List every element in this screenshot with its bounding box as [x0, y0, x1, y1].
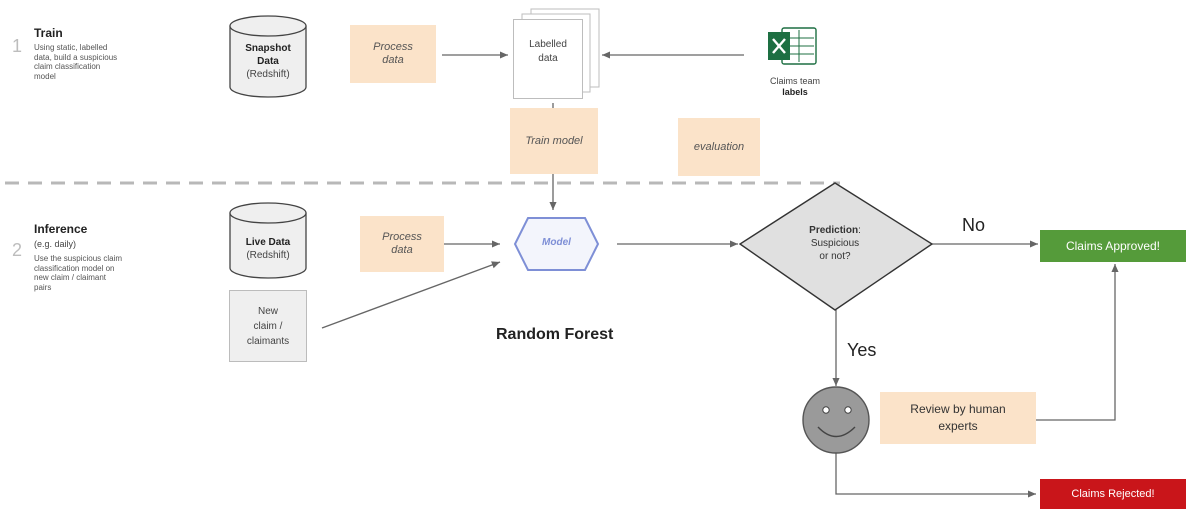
prediction-line3: or not?	[819, 251, 851, 262]
model-label: Model	[542, 237, 571, 248]
claims-rejected-box: Claims Rejected!	[1040, 479, 1186, 509]
snapshot-title-line1: Snapshot	[245, 43, 291, 54]
process-line1: Process	[373, 41, 413, 53]
labelled-line1: Labelled	[529, 39, 567, 50]
live-db-title: Live Data	[245, 237, 291, 248]
live-db-source: (Redshift)	[246, 250, 290, 261]
prediction-diamond	[738, 182, 934, 311]
labelled-data: Labelled data	[513, 19, 583, 99]
claims-team-line2: labels	[782, 87, 808, 97]
description-line: data, build a suspicious	[34, 52, 118, 62]
snapshot-database-icon	[229, 15, 307, 98]
snapshot-title: Snapshot Data (Redshift)	[229, 42, 307, 81]
snapshot-title-line2: Data	[257, 56, 279, 67]
step-number-inference: 2	[12, 240, 23, 260]
new-claim-line1: New	[257, 305, 278, 317]
step-subtitle-inference: (e.g. daily)	[34, 239, 77, 249]
description-line: model	[34, 71, 56, 81]
review-line2: experts	[938, 419, 978, 433]
snapshot-source: (Redshift)	[246, 69, 290, 80]
yes-label: Yes	[847, 340, 877, 360]
description-line: Use the suspicious claim	[34, 254, 123, 263]
evaluation-box: evaluation	[678, 118, 760, 176]
prediction-bold: Prediction	[809, 225, 859, 236]
step-description-train: Using static, labelled data, build a sus…	[34, 43, 117, 81]
new-claim-line3: claimants	[246, 335, 290, 347]
snapshot-database: Snapshot Data (Redshift)	[229, 42, 307, 92]
process-line2: data	[382, 54, 404, 66]
arrow-newclaim-to-model	[321, 261, 501, 329]
prediction-text: Prediction: Suspicious or not?	[775, 224, 895, 263]
arrow-reviewer-to-rejected	[835, 453, 1036, 498]
description-line: pairs	[34, 282, 52, 292]
live-db-text: Live Data (Redshift)	[229, 236, 307, 262]
claims-approved-box: Claims Approved!	[1040, 230, 1186, 262]
live-database: Live Data (Redshift)	[229, 236, 307, 266]
prediction-line2: Suspicious	[810, 238, 860, 249]
description-line: classification model on	[34, 263, 115, 273]
review-line1: Review by human	[910, 402, 1006, 416]
no-label: No	[962, 215, 986, 235]
claims-team-labels: Claims team labels	[740, 76, 850, 98]
process-line2: data	[391, 244, 413, 256]
review-box: Review by human experts	[880, 392, 1036, 444]
excel-icon	[768, 27, 817, 65]
description-line: claim classification	[34, 62, 101, 71]
smiley-face-icon	[802, 386, 870, 454]
labelled-data-text: Labelled data	[514, 38, 582, 66]
prediction-colon: :	[858, 225, 861, 236]
description-line: Using static, labelled	[34, 43, 108, 52]
labelled-line2: data	[538, 53, 558, 64]
live-database-icon	[229, 202, 307, 279]
model-hexagon	[513, 217, 600, 271]
step-number-train: 1	[12, 36, 23, 56]
step-title-train: Train	[34, 26, 63, 40]
random-forest-label: Random Forest	[496, 326, 614, 343]
description-line: new claim / claimant	[34, 273, 107, 282]
step-description-inference: Use the suspicious claim classification …	[34, 254, 122, 292]
new-claim-box: New claim / claimants	[229, 290, 307, 362]
train-model-box: Train model	[510, 108, 598, 174]
step-title-inference: Inference	[34, 222, 88, 236]
new-claim-line2: claim /	[253, 320, 283, 332]
process-line1: Process	[382, 231, 422, 243]
claims-team-line1: Claims team	[769, 76, 820, 86]
arrow-review-to-approved	[1036, 264, 1119, 421]
